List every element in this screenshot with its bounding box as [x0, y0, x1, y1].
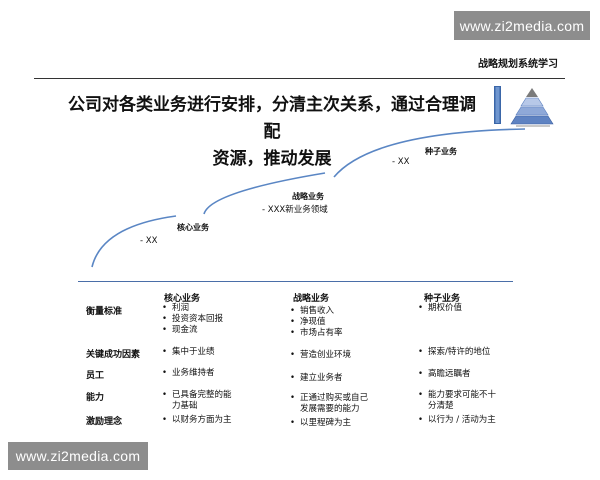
pyramid-logo-icon: [494, 86, 554, 127]
slide-title: 公司对各类业务进行安排，分清主次关系，通过合理调配 资源，推动发展: [62, 92, 482, 173]
cell-staff-seed: •高瞻远瞩者: [418, 369, 471, 379]
strategic-curve: [203, 172, 326, 215]
header-divider: [34, 78, 565, 79]
cell-incentive-seed: •以行为 / 活动为主: [418, 415, 496, 425]
slide-title-line-2: 资源，推动发展: [212, 149, 332, 169]
strategic-business-label: 战略业务: [292, 192, 324, 201]
seed-curve: [333, 128, 526, 178]
row-label-metrics: 衡量标准: [86, 307, 123, 317]
watermark-bottom: www.zi2media.com: [8, 442, 148, 470]
watermark-top: www.zi2media.com: [454, 11, 590, 40]
core-curve: [91, 215, 177, 268]
row-label-staff: 员工: [86, 371, 105, 381]
column-header-seed: 种子业务: [424, 294, 461, 304]
baseline: [78, 281, 513, 282]
slide-title-line-1: 公司对各类业务进行安排，分清主次关系，通过合理调配: [68, 95, 476, 142]
seed-business-label: 种子业务: [425, 147, 457, 156]
row-label-capability: 能力: [86, 393, 105, 403]
cell-incentive-core: •以财务方面为主: [162, 415, 232, 425]
strategic-business-sub: - XXX新业务领域: [262, 205, 328, 215]
cell-factors-seed: •探索/特许的地位: [418, 347, 491, 357]
column-header-strategic: 战略业务: [293, 294, 330, 304]
seed-business-sub: - XX: [392, 157, 410, 167]
cell-capability-seed: •能力要求可能不十 分清楚: [418, 390, 497, 411]
row-label-incentive: 激励理念: [86, 417, 123, 427]
cell-factors-strategic: •营造创业环境: [290, 350, 352, 360]
cell-metrics-seed: •期权价值: [418, 303, 463, 313]
cell-incentive-strategic: •以里程碑为主: [290, 418, 352, 428]
cell-metrics-strategic: •销售收入 •净现值 •市场占有率: [290, 306, 343, 338]
cell-capability-core: •已具备完整的能 力基础: [162, 390, 232, 411]
row-label-success-factors: 关键成功因素: [86, 350, 141, 360]
cell-factors-core: •集中于业绩: [162, 347, 215, 357]
cell-staff-core: •业务维持者: [162, 368, 215, 378]
cell-capability-strategic: •正通过购买或自己 发展需要的能力: [290, 393, 369, 414]
core-business-label: 核心业务: [177, 223, 209, 232]
core-business-sub: - XX: [140, 236, 158, 246]
header-title: 战略规划系统学习: [478, 59, 558, 70]
cell-metrics-core: •利润 •投资资本回报 •现金流: [162, 303, 224, 335]
cell-staff-strategic: •建立业务者: [290, 373, 343, 383]
column-header-core: 核心业务: [164, 294, 201, 304]
